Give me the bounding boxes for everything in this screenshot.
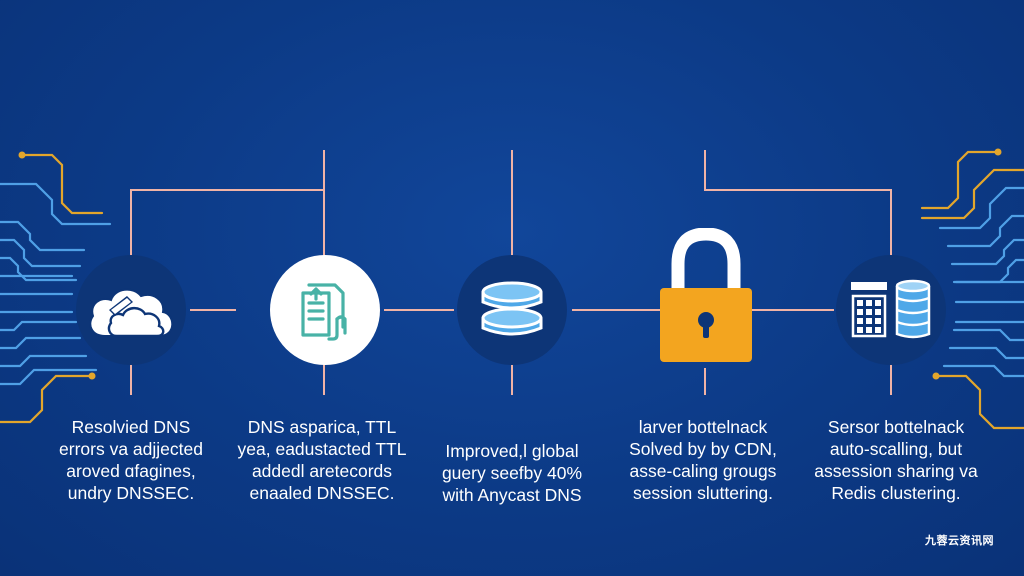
caption-line: Redis clustering. xyxy=(831,483,961,503)
database-icon xyxy=(477,278,547,342)
caption-line: asse-caling grougs xyxy=(629,461,777,481)
caption-anycast: Improved,l global guery seefby 40% with … xyxy=(412,440,612,506)
node-server xyxy=(836,255,946,365)
caption-dns-ttl: DNS asparica, TTL yea, eadustacted TTL a… xyxy=(222,416,422,504)
caption-line: Improved,l global xyxy=(445,441,579,461)
caption-line: with Anycast DNS xyxy=(442,485,582,505)
caption-line: errors va adjjected xyxy=(59,439,203,459)
node-cloud xyxy=(76,255,186,365)
caption-line: enaaled DNSSEC. xyxy=(249,483,395,503)
caption-line: addedl aretecords xyxy=(251,461,393,481)
caption-redis: Sersor bottelnack auto-scalling, but ass… xyxy=(796,416,996,504)
caption-line: undry DNSSEC. xyxy=(67,483,195,503)
caption-line: DNS asparica, TTL xyxy=(247,417,397,437)
calculator-server-icon xyxy=(849,278,933,342)
caption-line: Solved by by CDN, xyxy=(629,439,777,459)
caption-line: yea, eadustacted TTL xyxy=(237,439,407,459)
right-circuit-traces xyxy=(920,148,1024,430)
cloud-icon xyxy=(83,278,179,342)
node-document xyxy=(270,255,380,365)
caption-line: assession sharing va xyxy=(814,461,978,481)
left-circuit-traces xyxy=(0,151,112,424)
caption-line: session sluttering. xyxy=(632,483,774,503)
caption-line: aroved ɑfagines, xyxy=(66,461,196,481)
caption-dns-errors: Resolvied DNS errors va adjjected aroved… xyxy=(31,416,231,504)
watermark: 九蓉云资讯网 xyxy=(925,535,994,547)
caption-line: guery seefby 40% xyxy=(441,463,583,483)
caption-line: Resolvied DNS xyxy=(71,417,191,437)
node-database xyxy=(457,255,567,365)
padlock-icon xyxy=(660,227,752,364)
document-upload-icon xyxy=(295,275,355,345)
caption-line: larver bottelnack xyxy=(638,417,768,437)
caption-cdn: larver bottelnack Solved by by CDN, asse… xyxy=(603,416,803,504)
caption-line: auto-scalling, but xyxy=(829,439,963,459)
caption-line: Sersor bottelnack xyxy=(827,417,965,437)
node-connectors xyxy=(130,150,892,395)
